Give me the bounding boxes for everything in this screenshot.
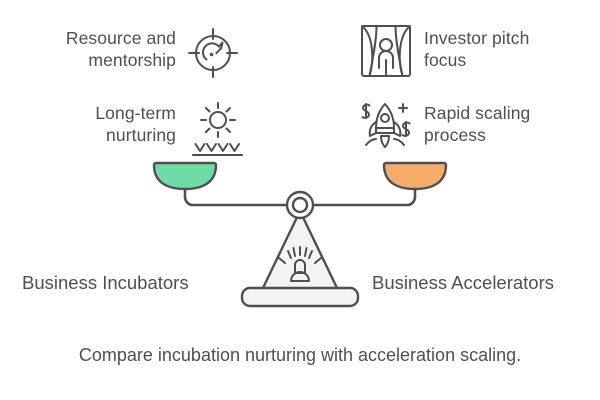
right-pan — [382, 161, 448, 191]
left-item-label-resource-and-mentorship: Resource and mentorship — [65, 28, 176, 71]
left-pan — [152, 161, 218, 191]
balance-scale-icon — [150, 155, 450, 325]
right-item-label-rapid-scaling-process: Rapid scaling process — [424, 103, 531, 146]
footer-caption: Compare incubation nurturing with accele… — [78, 345, 522, 365]
beacon-light-icon — [278, 246, 322, 282]
sun-seedling-icon — [190, 98, 246, 160]
caption-business-incubators: Business Incubators — [22, 272, 189, 293]
stage-presenter-icon — [358, 22, 414, 80]
pivot-ring-icon — [285, 190, 315, 220]
target-gauge-icon — [186, 26, 240, 80]
right-item-label-investor-pitch-focus: Investor pitch focus — [424, 28, 530, 71]
rocket-money-icon — [354, 96, 416, 158]
left-item-label-long-term-nurturing: Long-term nurturing — [95, 103, 176, 146]
caption-business-accelerators: Business Accelerators — [372, 272, 555, 293]
